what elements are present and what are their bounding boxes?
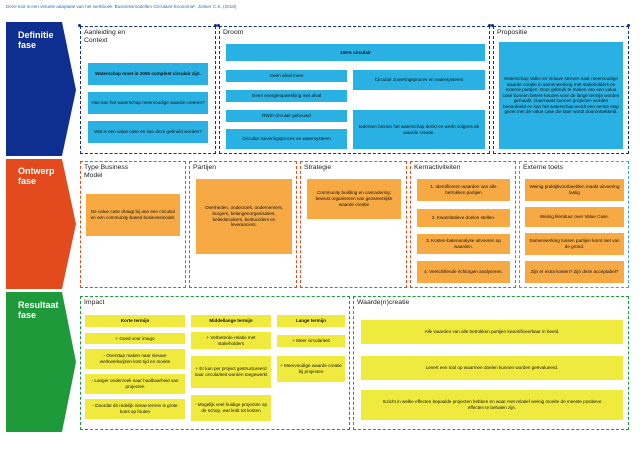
corner-dot (214, 24, 217, 27)
korte-termijn-item: - Doordat dit redelijk nieuw terrein is … (85, 399, 185, 419)
waardecreatie-item: Levert een tool op waarmee doelen kunnen… (361, 356, 623, 380)
droom-item: Geen energieopwekking met afval (226, 90, 347, 102)
resultaat-arrow (6, 292, 76, 432)
externe-toets-item: Samenwerking tussen partijen komt niet v… (525, 233, 624, 255)
type-business-model-panel: Type Business Model De value case draagt… (80, 161, 186, 288)
kernactiviteit-item: 3. Kosten-batenanalyse uitvoeren op waar… (417, 234, 510, 254)
waardecreatie-panel: Waarde(n)creatie Alle waarden van alle b… (353, 296, 629, 430)
partijen-text: Overheden, onderzoek, ondernemers, burge… (196, 179, 292, 254)
droom-panel: Droom 100% circulair Geen afval meer Gee… (219, 26, 490, 154)
definitie-arrow (6, 22, 76, 156)
kernactiviteit-item: 1. Identificeren waarden van alle betrok… (417, 179, 510, 201)
droom-item: Circulair zuiveringsproces en watersyste… (353, 70, 485, 90)
source-caption: Deze tool is een virtuele adaptatie van … (6, 4, 237, 9)
middellange-termijn-item: + Verbeterde relatie met stakeholders (191, 332, 271, 349)
droom-header: 100% circulair (226, 44, 485, 61)
waardecreatie-title: Waarde(n)creatie (357, 299, 410, 306)
kernactiviteiten-title: Kernactiviteiten (414, 164, 461, 171)
type-business-model-title: Type Business Model (84, 164, 129, 179)
externe-toets-title: Externe toets (523, 164, 564, 171)
aanleiding-title: Aanleiding en Context (84, 29, 126, 44)
waardecreatie-item: Alle waarden van alle betrokken partijen… (361, 320, 623, 344)
corner-dot (491, 24, 494, 27)
lange-termijn-item: + Meervoudige waarde creatie bij project… (277, 356, 345, 382)
corner-dot (78, 24, 81, 27)
corner-dot (488, 24, 491, 27)
type-business-model-text: De value case draagt bij aan een circula… (86, 194, 180, 236)
middellange-termijn-item: - Mogelijk veel huidige projecten op de … (191, 395, 271, 421)
aanleiding-item: Waterschap moet in 2050 compleet circula… (88, 63, 208, 85)
korte-termijn-item: + Goed voor imago (85, 333, 185, 344)
middellange-termijn-header: Middellange termijn (191, 315, 271, 327)
lange-termijn-header: Lange termijn (277, 315, 345, 327)
externe-toets-item: Weinig literatuur over Value Case. (525, 207, 624, 227)
lange-termijn-item: + Meer circulariteit (277, 335, 345, 347)
droom-title: Droom (223, 29, 244, 36)
middellange-termijn-item: + Er kan per project gestructureerd naar… (191, 356, 271, 388)
aanleiding-panel: Aanleiding en Context Waterschap moet in… (80, 26, 216, 154)
aanleiding-item: Wat is een value case en kan deze gebrui… (88, 121, 208, 143)
propositie-text: Waterschap Vallei en Veluwe streven naar… (499, 42, 623, 149)
corner-dot (217, 24, 220, 27)
aanleiding-item: Hoe kan het waterschap meervoudige waard… (88, 92, 208, 114)
ontwerp-arrow (6, 159, 76, 289)
strategie-title: Strategie (304, 164, 332, 171)
droom-item: Circulair zuiveringsproces en watersyste… (226, 129, 347, 149)
droom-item: RWZI circulair gebouwd (226, 110, 347, 122)
korte-termijn-header: Korte termijn (85, 315, 185, 327)
externe-toets-panel: Externe toets Weinig praktijkvoorbeelden… (519, 161, 629, 288)
droom-item: Geen afval meer (226, 70, 347, 82)
droom-item: Iedereen binnen het waterschap denkt en … (353, 110, 485, 149)
korte-termijn-item: - Overstap maken naar nieuwe werkwerkwij… (85, 349, 185, 369)
propositie-panel: Propositie Waterschap Vallei en Veluwe s… (493, 26, 629, 154)
impact-title: Impact (84, 299, 105, 306)
strategie-text: Community building en cascadering: bewus… (307, 179, 401, 219)
waardecreatie-item: Inzicht in welke effecten bepaalde proje… (361, 390, 623, 420)
kernactiviteit-item: 4. Verschillende richtingen analyseren. (417, 261, 510, 283)
corner-dot (627, 24, 630, 27)
partijen-panel: Partijen Overheden, onderzoek, onderneme… (189, 161, 297, 288)
propositie-title: Propositie (497, 29, 528, 36)
partijen-title: Partijen (193, 164, 217, 171)
strategie-panel: Strategie Community building en cascader… (300, 161, 407, 288)
kernactiviteiten-panel: Kernactiviteiten 1. Identificeren waarde… (410, 161, 516, 288)
externe-toets-item: Zijn er extra kosten? Zijn deze acceptab… (525, 261, 624, 283)
impact-panel: Impact Korte termijn + Goed voor imago -… (80, 296, 350, 430)
korte-termijn-item: - Langer onderzoek naar haalbaarheid van… (85, 374, 185, 394)
kernactiviteit-item: 2. Kwantitatieve doelen stellen. (417, 209, 510, 227)
externe-toets-item: Weinig praktijkvoorbeelden maakt uitvoer… (525, 179, 624, 201)
